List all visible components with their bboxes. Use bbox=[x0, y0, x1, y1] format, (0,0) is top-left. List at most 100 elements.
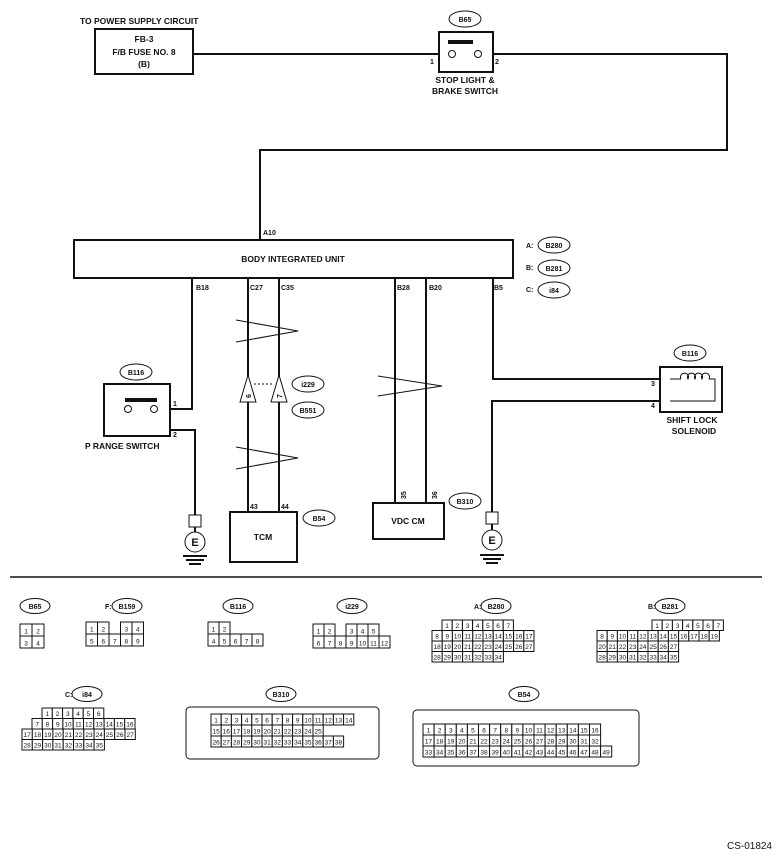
connector-prefix: F: bbox=[105, 604, 112, 611]
pin-number: 1 bbox=[90, 627, 94, 634]
connector-badge-b116-p bbox=[119, 363, 153, 381]
pin-number: 37 bbox=[325, 740, 333, 747]
connector-badge-label: B280 bbox=[488, 604, 505, 611]
pin-number: 9 bbox=[136, 639, 140, 646]
pin-number: 5 bbox=[87, 711, 91, 718]
pin-number: 46 bbox=[569, 750, 577, 757]
pin-number: 27 bbox=[525, 644, 533, 651]
pin-number: 1 bbox=[214, 718, 218, 725]
pin-number: 19 bbox=[447, 739, 455, 746]
pin-cell bbox=[343, 713, 355, 726]
biu-label: BODY INTEGRATED UNIT bbox=[241, 254, 345, 264]
tcm-box: 43 44 TCM B54 bbox=[229, 504, 336, 563]
pin-number: 8 bbox=[124, 639, 128, 646]
pin-number: 34 bbox=[660, 655, 668, 662]
pin-number: 22 bbox=[619, 644, 627, 651]
connector-badge bbox=[654, 598, 686, 614]
relay-pin6: 6 bbox=[246, 394, 253, 398]
pin-number: 8 bbox=[339, 641, 343, 648]
pin-number: 34 bbox=[436, 750, 444, 757]
pin-number: 35 bbox=[447, 750, 455, 757]
p-range-pin1: 1 bbox=[173, 401, 177, 408]
pin-number: 26 bbox=[525, 739, 533, 746]
pin-number: 18 bbox=[436, 739, 444, 746]
pin-number: 22 bbox=[480, 739, 488, 746]
pin-number: 3 bbox=[235, 718, 239, 725]
pin-number: 19 bbox=[444, 644, 452, 651]
pin-number: 14 bbox=[345, 718, 353, 725]
pin-number: 32 bbox=[474, 655, 482, 662]
pin-cell bbox=[251, 633, 264, 647]
pin-number: 2 bbox=[224, 718, 228, 725]
pin-number: 18 bbox=[243, 729, 251, 736]
pin-cell bbox=[667, 651, 680, 663]
pin-number: 29 bbox=[558, 739, 566, 746]
stop-switch-label2: BRAKE SWITCH bbox=[432, 86, 498, 96]
pin-number: 28 bbox=[24, 743, 32, 750]
pin-number: 2 bbox=[438, 728, 442, 735]
pin-number: 26 bbox=[116, 732, 124, 739]
pin-number: 11 bbox=[536, 728, 543, 735]
pin-cell bbox=[31, 635, 45, 649]
pin-number: 9 bbox=[296, 718, 300, 725]
stop-switch-label1: STOP LIGHT & bbox=[435, 75, 494, 85]
pin-cell bbox=[124, 728, 136, 740]
pin-number: 7 bbox=[245, 639, 249, 646]
pin-number: 20 bbox=[454, 644, 462, 651]
ground-label-left: E bbox=[191, 537, 198, 549]
biu-conn-a-code: B280 bbox=[546, 243, 563, 250]
pin-number: 1 bbox=[655, 623, 659, 630]
pin-number: 13 bbox=[95, 722, 103, 729]
pin-number: 32 bbox=[639, 655, 647, 662]
pin-number: 15 bbox=[505, 634, 513, 641]
pin-number: 5 bbox=[372, 629, 376, 636]
pin-number: 21 bbox=[274, 729, 282, 736]
pin-number: 11 bbox=[629, 634, 636, 641]
solenoid-coil bbox=[680, 372, 710, 381]
pin-number: 25 bbox=[106, 732, 114, 739]
pin-number: 8 bbox=[256, 639, 260, 646]
ground-label-right: E bbox=[488, 535, 495, 547]
pin-number: 14 bbox=[106, 722, 114, 729]
pin-number: 4 bbox=[686, 623, 690, 630]
pin-number: 7 bbox=[35, 722, 39, 729]
pin-number: 48 bbox=[591, 750, 599, 757]
pin-number: 13 bbox=[649, 634, 657, 641]
pin-number: 10 bbox=[454, 634, 462, 641]
pin-number: 20 bbox=[598, 644, 606, 651]
pin-number: 1 bbox=[45, 711, 49, 718]
pin-number: 11 bbox=[315, 718, 322, 725]
pin-number: 12 bbox=[547, 728, 555, 735]
pin-cell bbox=[600, 745, 613, 758]
pin-number: 8 bbox=[286, 718, 290, 725]
pin-number: 29 bbox=[444, 655, 452, 662]
biu-pin-b5: B5 bbox=[494, 285, 503, 292]
pin-number: 6 bbox=[265, 718, 269, 725]
pin-number: 2 bbox=[665, 623, 669, 630]
pin-number: 3 bbox=[449, 728, 453, 735]
connector-prefix: B: bbox=[648, 604, 655, 611]
pin-number: 7 bbox=[493, 728, 497, 735]
pin-number: 16 bbox=[680, 634, 688, 641]
pin-number: 21 bbox=[65, 732, 73, 739]
pin-number: 30 bbox=[253, 740, 261, 747]
pin-number: 17 bbox=[525, 634, 533, 641]
pin-number: 11 bbox=[464, 634, 471, 641]
wire-p-range-ground bbox=[170, 429, 196, 515]
pin-number: 4 bbox=[361, 629, 365, 636]
pin-cell bbox=[492, 651, 504, 663]
pin-number: 33 bbox=[425, 750, 433, 757]
pin-number: 22 bbox=[284, 729, 292, 736]
pin-number: 10 bbox=[619, 634, 627, 641]
ground-symbol-left: E bbox=[183, 514, 207, 565]
tcm-connector: B54 bbox=[313, 516, 326, 523]
fuse-box: FB-3 F/B FUSE NO. 8 (B) bbox=[94, 28, 194, 75]
vdc-cm-box: 35 36 VDC CM B310 bbox=[372, 491, 482, 540]
twisted-pair-marker-2 bbox=[235, 446, 299, 470]
pin-number: 6 bbox=[97, 711, 101, 718]
pin-number: 29 bbox=[243, 740, 251, 747]
